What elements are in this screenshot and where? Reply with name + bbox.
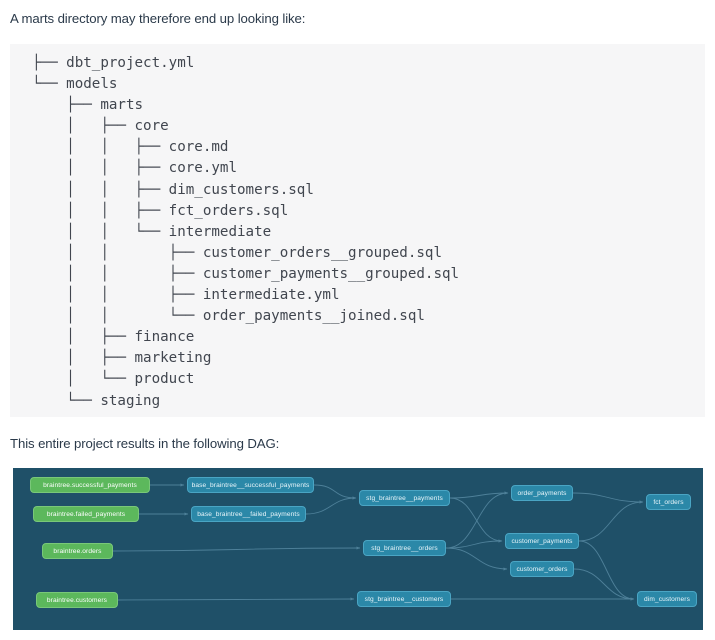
dag-node-base-braintree--successful-payments[interactable]: base_braintree__successful_payments [187, 477, 314, 493]
dag-edge-base-braintree--successful-payments-to-stg-braintree--payments [313, 484, 357, 500]
dag-edge-base-braintree--failed-payments-to-stg-braintree--payments [305, 496, 357, 515]
dag-node-customer-orders[interactable]: customer_orders [510, 561, 574, 577]
dag-edge-stg-braintree--payments-to-customer-payments [449, 497, 503, 543]
code-line: │ │ ├── customer_payments__grouped.sql [32, 265, 460, 282]
code-line: │ │ ├── customer_orders__grouped.sql [32, 244, 442, 261]
dag-edge-stg-braintree--orders-to-customer-payments [445, 539, 503, 549]
dag-node-braintree-failed-payments[interactable]: braintree.failed_payments [33, 506, 139, 522]
code-line: │ │ └── intermediate [32, 223, 272, 240]
dag-edge-layer [112, 483, 644, 601]
directory-tree-code-block: ├── dbt_project.yml└── models ├── marts … [10, 44, 705, 417]
code-line: │ │ ├── intermediate.yml [32, 287, 340, 304]
dag-edge-order-payments-to-fct-orders [572, 492, 644, 504]
code-line: │ └── product [32, 371, 195, 388]
intro-paragraph-1: A marts directory may therefore end up l… [10, 11, 306, 26]
code-line: │ ├── marketing [32, 350, 212, 367]
dag-edge-braintree-customers-to-stg-braintree--customers [117, 597, 355, 601]
code-line: │ │ ├── core.md [32, 139, 229, 156]
dag-node-braintree-successful-payments[interactable]: braintree.successful_payments [30, 477, 150, 493]
code-line: │ ├── finance [32, 329, 195, 346]
dag-node-stg-braintree--orders[interactable]: stg_braintree__orders [363, 540, 446, 556]
code-line: └── models [32, 76, 118, 93]
code-line: │ │ ├── fct_orders.sql [32, 202, 289, 219]
dag-panel[interactable]: braintree.successful_payments braintree.f… [13, 468, 703, 630]
dag-node-dim-customers[interactable]: dim_customers [637, 591, 697, 607]
dag-node-braintree-customers[interactable]: braintree.customers [36, 592, 118, 608]
dag-edge-stg-braintree--orders-to-customer-orders [445, 547, 508, 571]
code-line: ├── dbt_project.yml [32, 55, 195, 71]
dag-node-stg-braintree--payments[interactable]: stg_braintree__payments [359, 490, 450, 506]
dag-edge-stg-braintree--orders-to-order-payments [445, 491, 509, 549]
code-line: │ │ └── order_payments__joined.sql [32, 308, 425, 325]
dag-node-fct-orders[interactable]: fct_orders [646, 494, 691, 510]
dag-node-order-payments[interactable]: order_payments [511, 485, 573, 501]
dag-edge-customer-orders-to-dim-customers [573, 568, 635, 601]
code-line: │ ├── core [32, 118, 169, 135]
code-line: │ │ ├── dim_customers.sql [32, 181, 314, 198]
code-line: └── staging [32, 392, 161, 409]
dag-edge-braintree-orders-to-stg-braintree--orders [112, 546, 361, 552]
dag-node-customer-payments[interactable]: customer_payments [505, 533, 579, 549]
dag-node-base-braintree--failed-payments[interactable]: base_braintree__failed_payments [191, 506, 306, 522]
dag-edge-customer-payments-to-dim-customers [578, 540, 635, 601]
code-line-list: ├── dbt_project.yml└── models ├── marts … [32, 53, 705, 412]
intro-paragraph-2: This entire project results in the follo… [10, 436, 280, 451]
code-line: ├── marts [32, 97, 144, 114]
code-line: │ │ ├── core.yml [32, 160, 237, 177]
dag-node-stg-braintree--customers[interactable]: stg_braintree__customers [357, 591, 451, 607]
dag-edge-customer-payments-to-fct-orders [578, 500, 644, 542]
dag-edge-stg-braintree--payments-to-order-payments [449, 491, 509, 499]
dag-node-braintree-orders[interactable]: braintree.orders [42, 543, 113, 559]
